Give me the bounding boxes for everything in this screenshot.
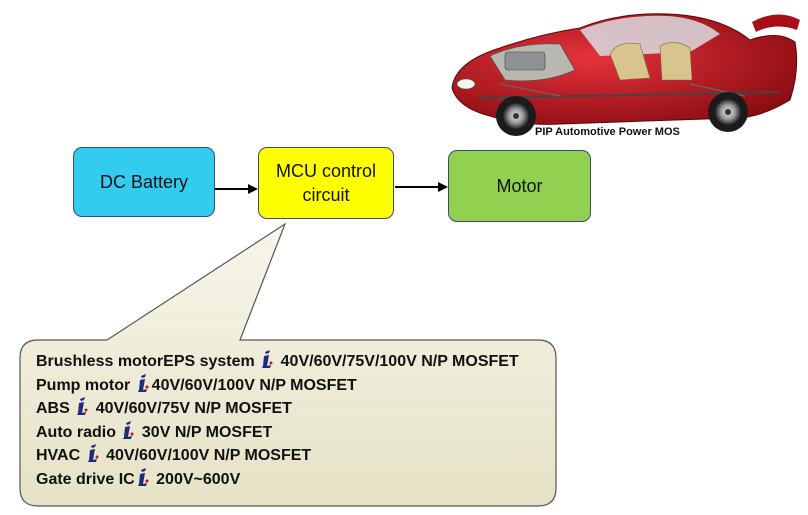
list-item: Pump motor 40V/60V/100V N/P MOSFET [36,373,556,398]
application-spec: 200V~600V [156,470,241,488]
brand-logo-icon [123,420,134,439]
rear-wheel [708,92,748,132]
application-spec: 40V/60V/100V N/P MOSFET [151,376,357,394]
list-item: Gate drive IC 200V~600V [36,467,556,492]
brand-logo-icon [137,467,149,486]
brand-logo-icon [137,373,149,392]
car-caption: PIP Automotive Power MOS [535,126,680,138]
application-label: Gate drive IC [36,470,135,488]
car-illustration [451,13,800,136]
application-label: HVAC [36,447,81,464]
list-item: Brushless motorEPS system 40V/60V/75V/10… [36,350,556,374]
application-label: Brushless motorEPS system [36,353,255,370]
application-label: Auto radio [36,423,116,441]
dc-battery-block: DC Battery [73,147,215,217]
mcu-label-line1: MCU control [275,161,377,181]
callout-application-list: Brushless motorEPS system 40V/60V/75V/10… [36,350,556,491]
application-spec: 40V/60V/100V N/P MOSFET [106,447,312,464]
arrow-mcu-to-motor [395,182,448,192]
brand-logo-icon [77,397,88,415]
motor-label: Motor [496,176,543,196]
application-label: ABS [36,400,70,417]
application-spec: 40V/60V/75V N/P MOSFET [95,400,292,417]
application-spec: 30V N/P MOSFET [141,423,273,441]
dc-battery-label: DC Battery [99,172,189,192]
list-item: Auto radio 30V N/P MOSFET [36,420,556,445]
brand-logo-icon [262,350,273,368]
callout-bubble [19,222,557,507]
list-item: ABS 40V/60V/75V N/P MOSFET [36,397,556,421]
arrow-battery-to-mcu [215,184,258,194]
application-label: Pump motor [36,376,131,394]
mcu-control-circuit-block: MCU control circuit [258,147,394,219]
list-item: HVAC 40V/60V/100V N/P MOSFET [36,444,556,468]
brand-logo-icon [87,444,99,462]
front-wheel [496,96,536,136]
application-spec: 40V/60V/75V/100V N/P MOSFET [280,353,519,370]
mcu-label-line2: circuit [302,185,350,205]
motor-block: Motor [448,150,591,222]
